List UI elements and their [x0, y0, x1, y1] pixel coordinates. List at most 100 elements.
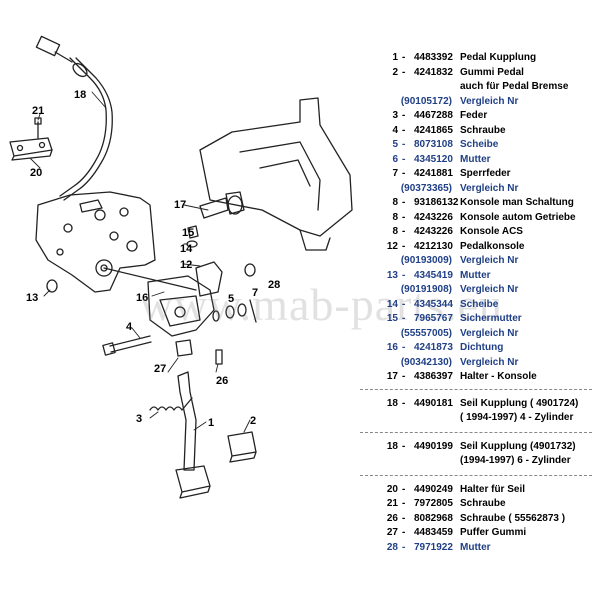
parts-list-desc: Vergleich Nr [460, 255, 519, 266]
parts-list-dash: - [402, 124, 406, 136]
parts-list-separator [360, 474, 592, 476]
parts-list-reference: (90105172) [400, 95, 452, 107]
callout-15: 15 [182, 227, 194, 239]
parts-list-reference: (55557005) [400, 327, 452, 339]
parts-list-code: 93186132 [414, 197, 459, 208]
callout-1: 1 [208, 417, 214, 429]
parts-list-dash: - [402, 52, 406, 63]
bulkhead-bracket [199, 97, 353, 251]
bolt-4 [102, 335, 152, 356]
callout-16: 16 [136, 292, 148, 304]
parts-list-number: 26 [386, 512, 398, 524]
parts-list-reference: (90342130) [400, 356, 452, 368]
parts-list-number: 13 [386, 269, 398, 281]
parts-list-code: 4483459 [414, 527, 453, 538]
callout-13: 13 [26, 292, 38, 304]
parts-list-code: 4345120 [414, 153, 453, 165]
parts-list-dash: - [402, 211, 406, 223]
parts-list-desc: Schraube ( 55562873 ) [460, 512, 566, 524]
parts-list-dash: - [402, 168, 406, 179]
parts-list-desc: Vergleich Nr [460, 327, 519, 339]
parts-list-desc: Puffer Gummi [460, 527, 527, 538]
washer-nut-group [212, 299, 257, 323]
screw-26 [215, 349, 223, 365]
parts-list-number: 3 [392, 110, 398, 121]
parts-list-desc: Vergleich Nr [460, 182, 519, 194]
parts-list-dash: - [402, 139, 406, 150]
push-rod [103, 267, 197, 291]
parts-list-code: 4490181 [414, 397, 453, 409]
parts-list-desc: Feder [460, 110, 488, 121]
parts-list-desc: Seil Kupplung ( 4901724) [460, 397, 579, 409]
callout-2: 2 [250, 415, 256, 427]
callout-7: 7 [252, 287, 258, 299]
parts-list-number: 28 [386, 541, 398, 553]
parts-list-code: 8073108 [414, 139, 453, 150]
parts-list-desc: Vergleich Nr [460, 95, 519, 107]
parts-list-code: 8082968 [414, 512, 453, 524]
parts-list-desc: Schraube [460, 124, 506, 136]
callout-28: 28 [268, 279, 280, 291]
parts-list-dash: - [402, 226, 406, 237]
parts-list-code: 4241873 [414, 342, 453, 353]
parts-list-dash: - [402, 541, 406, 553]
parts-list-desc: Halter für Seil [460, 483, 526, 495]
parts-list-number: 12 [386, 240, 398, 252]
parts-list-code: 4490199 [414, 440, 453, 452]
parts-list-desc: Gummi Pedal [460, 66, 524, 78]
parts-list-separator [360, 431, 592, 433]
clutch-cable [35, 35, 113, 201]
parts-list-number: 18 [386, 397, 398, 409]
parts-list-desc: Scheibe [460, 139, 499, 150]
parts-list-code: 4241832 [414, 66, 453, 78]
parts-list-dash: - [402, 371, 406, 382]
parts-list-desc: Konsole autom Getriebe [460, 211, 576, 223]
parts-list-separator [360, 388, 592, 390]
return-spring [149, 397, 193, 411]
parts-list-number: 21 [386, 498, 398, 509]
callout-26: 26 [216, 375, 228, 387]
parts-list-number: 17 [386, 371, 398, 382]
parts-list-desc: Mutter [460, 541, 491, 553]
exploded-view-drawing: 18 21 20 17 15 14 12 13 16 5 7 28 4 27 2… [9, 35, 353, 499]
parts-list-number: 8 [392, 226, 398, 237]
parts-list-code: 4243226 [414, 211, 453, 223]
parts-list-desc: Halter - Konsole [460, 371, 537, 382]
nut-28 [244, 263, 256, 277]
parts-list-code: 4467288 [414, 110, 453, 121]
parts-list-number: 18 [386, 440, 398, 452]
parts-list-number: 8 [392, 211, 398, 223]
cable-holder [9, 117, 53, 161]
parts-list-code: 4345419 [414, 269, 453, 281]
callout-20: 20 [30, 167, 42, 179]
parts-list-desc: Vergleich Nr [460, 284, 519, 295]
parts-list-number: 16 [386, 342, 398, 353]
parts-list-code: 7965767 [414, 313, 453, 324]
parts-list-number: 1 [392, 52, 398, 63]
callout-5: 5 [228, 293, 234, 305]
callout-18: 18 [74, 89, 86, 101]
parts-list-number: 14 [386, 298, 398, 310]
parts-list-code: 4212130 [414, 240, 453, 252]
parts-list-number: 4 [392, 124, 398, 136]
parts-list-desc: Pedal Kupplung [460, 52, 537, 63]
parts-list-reference: (90191908) [400, 284, 452, 295]
parts-list-dash: - [402, 498, 406, 509]
parts-list-dash: - [402, 342, 406, 353]
parts-list-desc: Dichtung [460, 342, 504, 353]
parts-list-code: 4243226 [414, 226, 453, 237]
leader-lines [29, 91, 251, 433]
parts-list-dash: - [402, 240, 406, 252]
pedal-console-plate [35, 191, 156, 293]
parts-list-number: 7 [392, 168, 398, 179]
callout-12: 12 [180, 259, 192, 271]
callout-3: 3 [136, 413, 142, 425]
parts-list-desc: Konsole man Schaltung [460, 197, 574, 208]
parts-list-dash: - [402, 527, 406, 538]
clutch-pedal [175, 371, 211, 499]
parts-list-dash: - [402, 512, 406, 524]
parts-list-dash: - [402, 483, 406, 495]
parts-list-code: 4386397 [414, 371, 453, 382]
parts-list-desc: Seil Kupplung (4901732) [460, 440, 576, 452]
parts-list-number: 27 [386, 527, 398, 538]
